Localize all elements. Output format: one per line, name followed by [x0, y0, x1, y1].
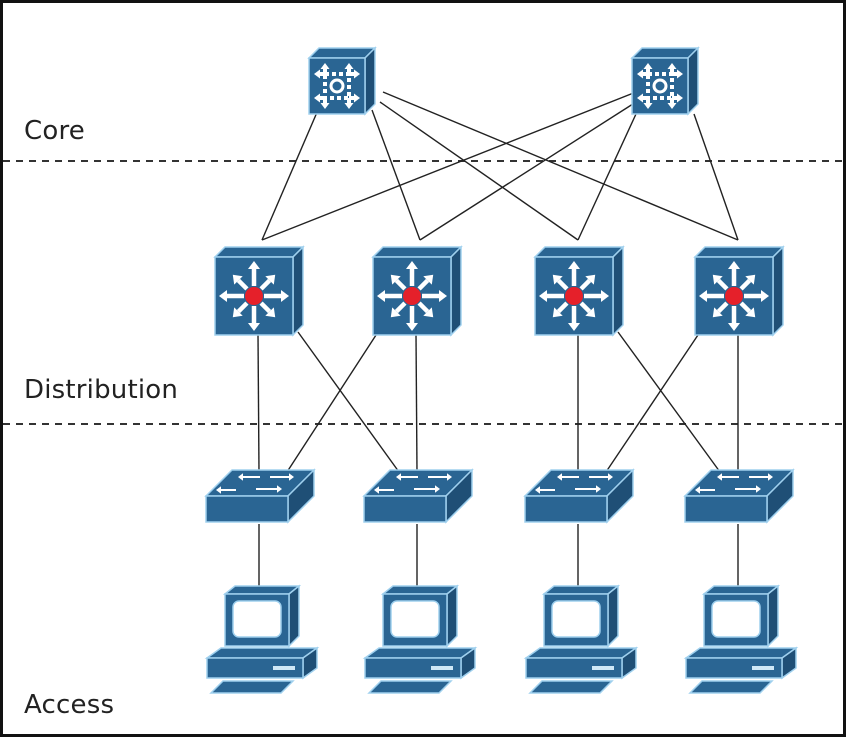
side-face — [364, 46, 376, 116]
core-1-core-switch[interactable] — [307, 46, 377, 116]
link-core-1-dist-1 — [261, 109, 319, 241]
acc-4-workgroup-switch[interactable] — [683, 468, 795, 524]
top-face — [371, 246, 463, 258]
system-unit — [206, 657, 304, 679]
switch-arrows-icon — [374, 473, 452, 494]
system-unit — [685, 657, 783, 679]
core-switch-icon — [314, 63, 360, 109]
routing-core-dot — [245, 287, 263, 305]
routing-core-dot — [403, 287, 421, 305]
link-core-1-dist-4 — [382, 91, 739, 241]
layer-label-access: Access — [24, 690, 115, 720]
dist-4-multilayer-switch[interactable] — [693, 245, 785, 337]
link-core-2-dist-1 — [261, 91, 637, 241]
dist-3-multilayer-switch[interactable] — [533, 245, 625, 337]
side-face — [687, 46, 699, 116]
multilayer-switch-icon — [219, 261, 289, 331]
links — [257, 91, 739, 588]
link-core-1-dist-3 — [379, 101, 579, 241]
system-unit — [525, 657, 623, 679]
top-face — [307, 47, 377, 59]
side-face — [772, 245, 784, 337]
pc-icon — [523, 584, 639, 694]
link-dist-2-acc-2 — [415, 333, 418, 473]
pc-icon — [362, 584, 478, 694]
dist-2-multilayer-switch[interactable] — [371, 245, 463, 337]
drive-slot — [592, 666, 614, 670]
link-core-2-dist-2 — [419, 101, 637, 241]
nodes — [204, 46, 799, 694]
front-face — [684, 495, 768, 523]
acc-3-workgroup-switch[interactable] — [523, 468, 635, 524]
acc-1-workgroup-switch[interactable] — [204, 468, 316, 524]
link-core-2-dist-3 — [577, 113, 637, 241]
keyboard — [209, 680, 295, 694]
drive-slot — [431, 666, 453, 670]
layer-label-distribution: Distribution — [24, 375, 179, 405]
multilayer-switch-icon — [377, 261, 447, 331]
core-switch-icon — [637, 63, 683, 109]
topology-canvas — [3, 46, 843, 694]
top-face — [630, 47, 700, 59]
screen — [390, 600, 440, 638]
pc-4-pc[interactable] — [683, 584, 799, 694]
screen — [551, 600, 601, 638]
front-face — [363, 495, 447, 523]
pc-icon — [204, 584, 320, 694]
link-dist-2-acc-1 — [286, 331, 379, 473]
side-face — [612, 245, 624, 337]
acc-2-workgroup-switch[interactable] — [362, 468, 474, 524]
system-unit — [364, 657, 462, 679]
screen — [232, 600, 282, 638]
top-face — [693, 246, 785, 258]
multilayer-switch-icon — [699, 261, 769, 331]
front-face — [524, 495, 608, 523]
link-core-2-dist-4 — [693, 113, 739, 241]
side-face — [450, 245, 462, 337]
keyboard — [367, 680, 453, 694]
side-face — [292, 245, 304, 337]
link-core-1-dist-2 — [371, 109, 421, 241]
pc-3-pc[interactable] — [523, 584, 639, 694]
link-dist-4-acc-3 — [605, 331, 701, 473]
link-dist-3-acc-4 — [617, 331, 721, 473]
pc-1-pc[interactable] — [204, 584, 320, 694]
front-face — [205, 495, 289, 523]
multilayer-switch-icon — [539, 261, 609, 331]
keyboard — [528, 680, 614, 694]
pc-icon — [683, 584, 799, 694]
switch-arrows-icon — [535, 473, 613, 494]
layer-dividers — [3, 160, 843, 425]
screen — [711, 600, 761, 638]
dist-1-multilayer-switch[interactable] — [213, 245, 305, 337]
core-2-core-switch[interactable] — [630, 46, 700, 116]
routing-core-dot — [565, 287, 583, 305]
pc-2-pc[interactable] — [362, 584, 478, 694]
top-face — [533, 246, 625, 258]
layer-label-core: Core — [24, 116, 85, 146]
switch-arrows-icon — [216, 473, 294, 494]
top-face — [213, 246, 305, 258]
keyboard — [688, 680, 774, 694]
link-dist-1-acc-1 — [257, 333, 260, 473]
routing-core-dot — [725, 287, 743, 305]
switch-arrows-icon — [695, 473, 773, 494]
drive-slot — [752, 666, 774, 670]
link-dist-1-acc-2 — [297, 331, 400, 473]
drive-slot — [273, 666, 295, 670]
